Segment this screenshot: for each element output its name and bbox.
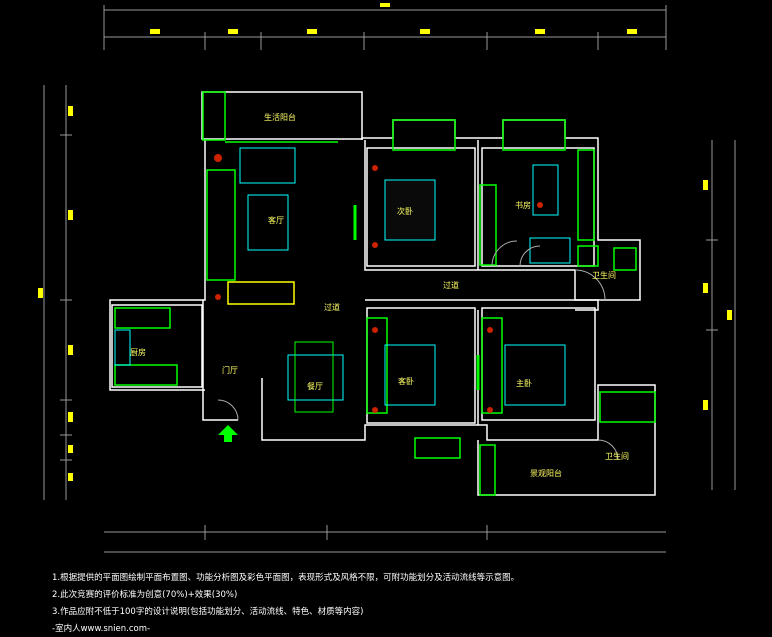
note-3: 3.作品应附不低于100字的设计说明(包括功能划分、活动流线、特色、材质等内容) — [52, 607, 364, 617]
room-label-foyer: 门厅 — [222, 366, 238, 375]
walls — [109, 91, 656, 496]
room-label-bathroom-lower: 卫生间 — [605, 452, 629, 461]
dimension-lines — [43, 5, 736, 553]
fixtures — [214, 154, 543, 413]
room-label-study: 书房 — [515, 201, 531, 210]
furniture-detail — [114, 147, 571, 413]
dimension-labels — [38, 3, 732, 481]
room-label-dining-room: 餐厅 — [307, 382, 323, 391]
entrance-arrow — [218, 425, 238, 442]
watermark-site: -室内人www.snien.com- — [52, 624, 151, 634]
room-label-master-bedroom: 主卧 — [516, 379, 532, 388]
furniture — [114, 91, 656, 496]
room-label-living-room: 客厅 — [268, 216, 284, 225]
note-1: 1.根据提供的平面图绘制平面布置图、功能分析图及彩色平面图，表现形式及风格不限，… — [52, 573, 520, 583]
room-label-second-bedroom: 次卧 — [397, 207, 413, 216]
room-label-corridor-upper: 过道 — [443, 281, 459, 290]
design-notes: 1.根据提供的平面图绘制平面布置图、功能分析图及彩色平面图，表现形式及风格不限，… — [52, 570, 519, 637]
room-label-kitchen: 厨房 — [130, 348, 146, 357]
room-label-view-balcony: 景观阳台 — [530, 469, 562, 478]
door-swings — [217, 240, 619, 461]
room-label-guest-bedroom: 客卧 — [398, 377, 414, 386]
room-label-corridor-left: 过道 — [324, 303, 340, 312]
note-2: 2.此次竞赛的评价标准为创意(70%)+效果(30%) — [52, 590, 238, 600]
room-label-bathroom-upper: 卫生间 — [592, 271, 616, 280]
room-label-living-balcony: 生活阳台 — [264, 113, 296, 122]
